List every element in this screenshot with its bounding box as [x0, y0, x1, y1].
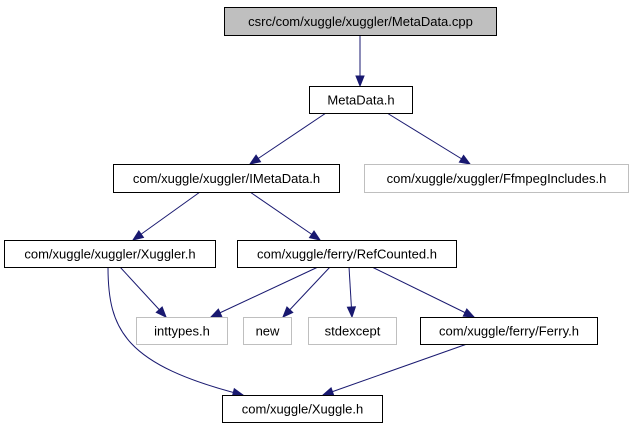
arrowhead: [355, 75, 365, 88]
node-box: [237, 240, 457, 268]
edge-imetadata_h-to-refcounted_h: [249, 191, 322, 241]
node-box: [420, 317, 598, 345]
node-xuggler-h[interactable]: com/xuggle/xuggler/Xuggler.h: [4, 240, 216, 268]
node-label: com/xuggle/Xuggle.h: [242, 402, 363, 417]
node-box: [243, 317, 292, 345]
arrowhead: [248, 154, 262, 165]
node-label: inttypes.h: [154, 324, 210, 339]
node-box: [364, 164, 629, 193]
edge-refcounted_h-to-ferry_h: [371, 266, 476, 318]
node-label: stdexcept: [325, 324, 381, 339]
edge-line: [322, 343, 468, 396]
node-label: com/xuggle/xuggler/IMetaData.h: [133, 171, 320, 186]
arrowhead: [209, 308, 223, 318]
edge-imetadata_h-to-xuggler_h: [131, 191, 201, 241]
node-xuggle-h[interactable]: com/xuggle/Xuggle.h: [222, 395, 383, 423]
edge-line: [119, 266, 167, 318]
node-metadata-h[interactable]: MetaData.h: [309, 86, 413, 114]
edge-refcounted_h-to-stdexcept: [346, 266, 357, 319]
node-label: com/xuggle/ferry/RefCounted.h: [257, 247, 437, 262]
arrowhead: [282, 306, 294, 318]
edge-refcounted_h-to-inttypes_h: [209, 266, 319, 318]
nodes-layer: csrc/com/xuggle/xuggler/MetaData.cppMeta…: [4, 7, 629, 423]
node-box: [222, 395, 383, 423]
arrowhead: [321, 387, 335, 396]
edges-layer: [107, 35, 476, 398]
edge-ferry_h-to-xuggle_h: [321, 343, 468, 396]
node-imetadata-h[interactable]: com/xuggle/xuggler/IMetaData.h: [113, 164, 340, 193]
node-box: [136, 317, 228, 345]
node-label: com/xuggle/xuggler/Xuggler.h: [24, 247, 195, 262]
arrowhead: [131, 230, 145, 241]
node-new: new: [243, 317, 292, 345]
node-inttypes-h: inttypes.h: [136, 317, 228, 345]
node-box: [113, 164, 340, 193]
edge-line: [132, 191, 201, 241]
edge-metadata_h-to-ffmpeg_h: [386, 112, 472, 165]
node-refcounted-h[interactable]: com/xuggle/ferry/RefCounted.h: [237, 240, 457, 268]
edge-line: [107, 266, 244, 396]
node-box: [4, 240, 216, 268]
edge-metadata_h-to-imetadata_h: [248, 112, 327, 165]
node-label: new: [256, 324, 280, 339]
arrowhead: [458, 154, 472, 165]
edge-line: [249, 112, 327, 165]
arrowhead: [155, 306, 167, 318]
node-root[interactable]: csrc/com/xuggle/xuggler/MetaData.cpp: [224, 7, 497, 36]
edge-line: [249, 191, 321, 241]
edge-xuggler_h-to-inttypes_h: [119, 266, 167, 318]
node-box: [308, 317, 397, 345]
node-box: [309, 86, 413, 114]
node-label: MetaData.h: [327, 93, 394, 108]
arrowhead: [308, 230, 322, 241]
node-label: com/xuggle/ferry/Ferry.h: [439, 324, 579, 339]
arrowhead: [346, 306, 357, 319]
arrowhead: [462, 308, 476, 318]
edge-refcounted_h-to-new: [282, 266, 331, 318]
node-label: com/xuggle/xuggler/FfmpegIncludes.h: [387, 171, 607, 186]
edge-line: [386, 112, 471, 165]
edge-root-to-metadata_h: [355, 35, 365, 88]
node-stdexcept: stdexcept: [308, 317, 397, 345]
edge-line: [210, 266, 319, 318]
edge-line: [371, 266, 475, 318]
edge-line: [282, 266, 331, 318]
node-box: [224, 7, 497, 36]
node-label: csrc/com/xuggle/xuggler/MetaData.cpp: [248, 14, 473, 29]
node-ferry-h[interactable]: com/xuggle/ferry/Ferry.h: [420, 317, 598, 345]
node-ffmpeg-h: com/xuggle/xuggler/FfmpegIncludes.h: [364, 164, 629, 193]
